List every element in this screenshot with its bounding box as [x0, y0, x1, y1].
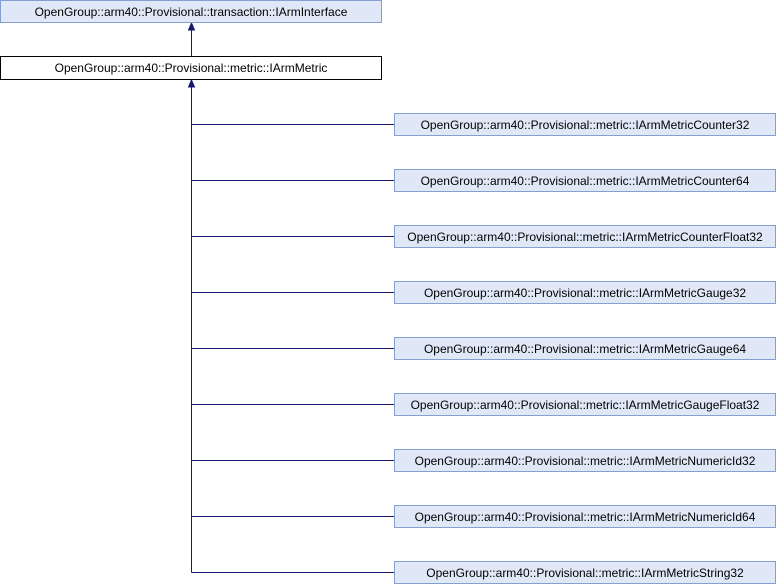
current-class-box — [0, 56, 382, 80]
derived-class-label: OpenGroup::arm40::Provisional::metric::I… — [415, 510, 756, 524]
derived-class-node[interactable]: OpenGroup::arm40::Provisional::metric::I… — [394, 169, 776, 192]
derived-class-label: OpenGroup::arm40::Provisional::metric::I… — [407, 230, 763, 244]
base-interface-label: OpenGroup::arm40::Provisional::transacti… — [35, 5, 348, 19]
derived-class-label: OpenGroup::arm40::Provisional::metric::I… — [426, 566, 744, 580]
derived-class-node[interactable]: OpenGroup::arm40::Provisional::metric::I… — [394, 281, 776, 304]
derived-class-label: OpenGroup::arm40::Provisional::metric::I… — [415, 454, 756, 468]
base-interface-node[interactable]: OpenGroup::arm40::Provisional::transacti… — [0, 0, 382, 23]
derived-class-node[interactable]: OpenGroup::arm40::Provisional::metric::I… — [394, 337, 776, 360]
derived-class-nodes: OpenGroup::arm40::Provisional::metric::I… — [394, 113, 776, 584]
derived-class-node[interactable]: OpenGroup::arm40::Provisional::metric::I… — [394, 225, 776, 248]
derived-class-label: OpenGroup::arm40::Provisional::metric::I… — [421, 174, 750, 188]
derived-class-label: OpenGroup::arm40::Provisional::metric::I… — [421, 118, 750, 132]
derived-class-node[interactable]: OpenGroup::arm40::Provisional::metric::I… — [394, 449, 776, 472]
derived-class-label: OpenGroup::arm40::Provisional::metric::I… — [424, 342, 746, 356]
base-interface-box — [0, 0, 382, 23]
derived-class-label: OpenGroup::arm40::Provisional::metric::I… — [411, 398, 760, 412]
derived-class-node[interactable]: OpenGroup::arm40::Provisional::metric::I… — [394, 561, 776, 584]
current-class-label: OpenGroup::arm40::Provisional::metric::I… — [55, 61, 328, 75]
current-class-node: OpenGroup::arm40::Provisional::metric::I… — [0, 56, 382, 80]
derived-class-label: OpenGroup::arm40::Provisional::metric::I… — [424, 286, 746, 300]
arrow-to-current-class — [187, 78, 196, 88]
derived-class-node[interactable]: OpenGroup::arm40::Provisional::metric::I… — [394, 505, 776, 528]
inheritance-edges — [187, 21, 395, 573]
arrow-to-base-interface — [187, 21, 196, 31]
derived-class-node[interactable]: OpenGroup::arm40::Provisional::metric::I… — [394, 393, 776, 416]
derived-class-node[interactable]: OpenGroup::arm40::Provisional::metric::I… — [394, 113, 776, 136]
